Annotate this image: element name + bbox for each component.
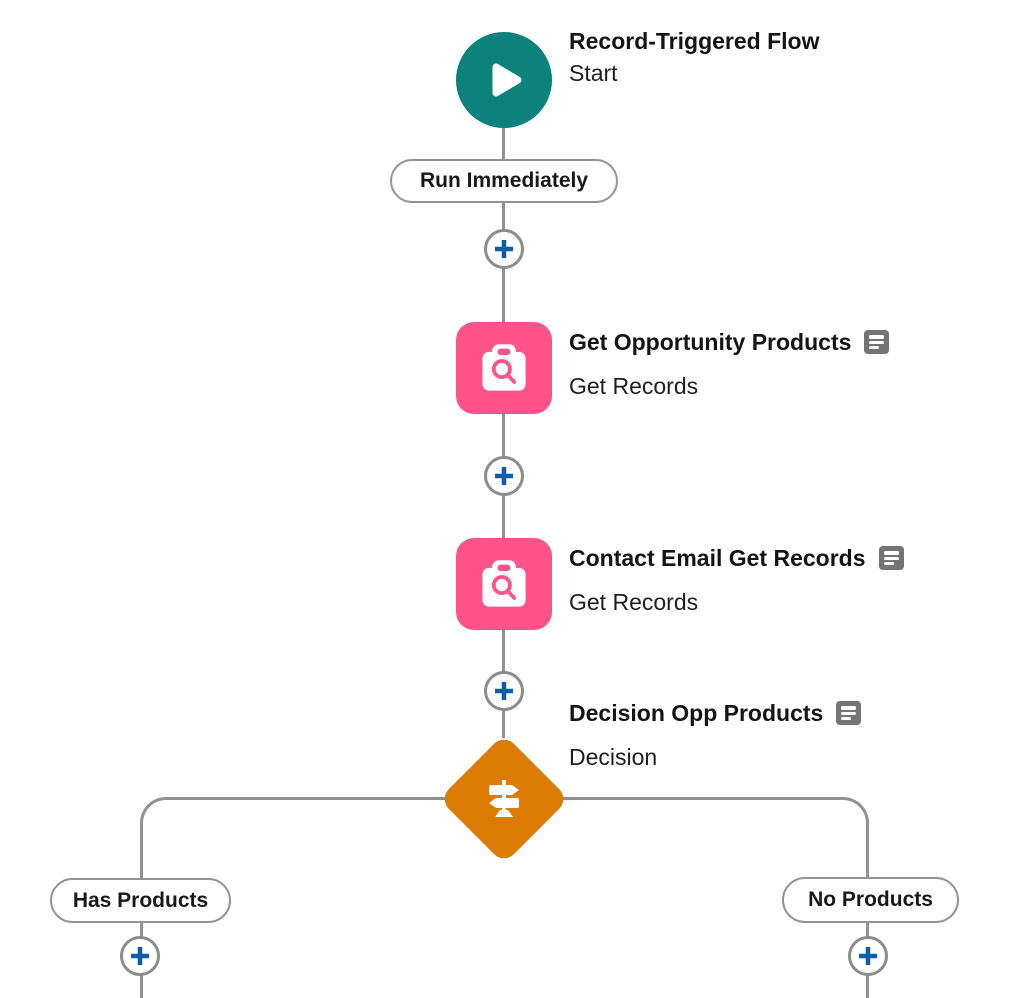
decision-signpost-icon — [481, 776, 527, 822]
branch-label-has-products[interactable]: Has Products — [50, 878, 231, 923]
add-element-button[interactable] — [484, 671, 524, 711]
plus-icon — [487, 232, 521, 266]
connector-branch-left — [140, 797, 506, 880]
add-element-button[interactable] — [848, 936, 888, 976]
node-type-label: Get Records — [569, 373, 699, 399]
description-indicator-icon — [836, 701, 862, 726]
node-title: Contact Email Get Records — [569, 545, 866, 571]
connector-left-tail — [140, 872, 143, 998]
node-title: Get Opportunity Products — [569, 329, 852, 355]
play-icon — [478, 54, 530, 106]
start-node-title: Record-Triggered Flow — [569, 28, 820, 54]
branch-label-text: Has Products — [72, 888, 209, 912]
add-element-button[interactable] — [120, 936, 160, 976]
node-label-decision-opp-products: Decision Opp Products — [569, 700, 862, 726]
node-decision-opp-products[interactable] — [438, 733, 570, 865]
description-indicator-icon — [864, 330, 890, 355]
node-type-label: Get Records — [569, 589, 699, 615]
plus-icon — [123, 939, 157, 973]
plus-icon — [487, 459, 521, 493]
plus-icon — [487, 674, 521, 708]
start-node-label: Record-Triggered Flow — [569, 28, 819, 54]
record-lookup-icon — [476, 340, 532, 396]
node-label-contact-email-get-records: Contact Email Get Records — [569, 545, 904, 571]
connector-right-tail — [866, 872, 869, 998]
add-element-button[interactable] — [484, 229, 524, 269]
node-title: Decision Opp Products — [569, 700, 824, 726]
node-contact-email-get-records[interactable] — [456, 538, 552, 630]
connector-main-vertical — [502, 128, 505, 738]
node-label-get-opportunity-products: Get Opportunity Products — [569, 329, 890, 355]
node-get-opportunity-products[interactable] — [456, 322, 552, 414]
branch-label-text: No Products — [808, 888, 933, 911]
add-element-button[interactable] — [484, 456, 524, 496]
plus-icon — [851, 939, 885, 973]
trigger-badge-label: Run Immediately — [419, 169, 589, 192]
start-node-subtitle: Start — [569, 60, 618, 86]
description-indicator-icon — [878, 546, 904, 571]
node-type-label: Decision — [569, 744, 658, 770]
connector-branch-right — [504, 797, 869, 880]
record-lookup-icon — [476, 556, 532, 612]
branch-label-no-products[interactable]: No Products — [782, 877, 959, 923]
start-node[interactable] — [456, 32, 552, 128]
trigger-badge[interactable]: Run Immediately — [390, 159, 618, 203]
